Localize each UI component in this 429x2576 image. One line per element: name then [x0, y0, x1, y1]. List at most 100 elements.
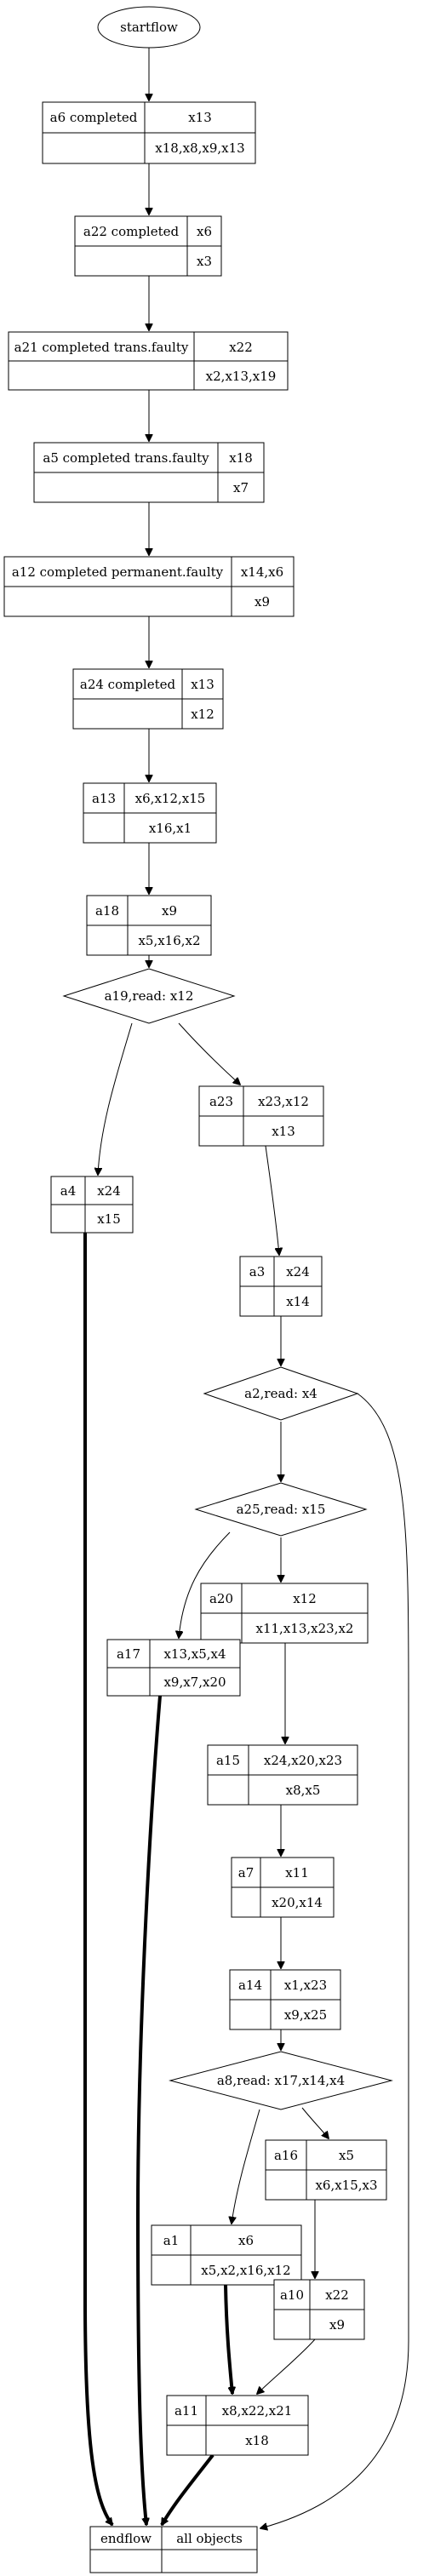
- edge-a4-end: [83, 1233, 114, 2525]
- node-a10[interactable]: a10 x22 x9: [273, 2279, 365, 2340]
- node-a11-name: a11: [174, 2403, 198, 2419]
- node-a5-bottom: x7: [233, 480, 249, 495]
- node-a14-bottom: x9,x25: [284, 2007, 327, 2023]
- start-label: startflow: [120, 20, 178, 35]
- node-a3-bottom: x14: [286, 1294, 310, 1309]
- node-a15-name: a15: [216, 1753, 240, 1768]
- node-a15-top: x24,x20,x23: [264, 1753, 342, 1768]
- edge-d19-a23: [178, 1022, 240, 1085]
- node-a13-top: x6,x12,x15: [135, 791, 206, 806]
- node-a7-top: x11: [285, 1865, 309, 1880]
- node-a21-bottom: x2,x13,x19: [206, 369, 277, 384]
- node-a5[interactable]: a5 completed trans.faulty x18 x7: [33, 442, 265, 503]
- decision-d19[interactable]: a19,read: x12: [62, 968, 236, 1024]
- node-a17-name: a17: [117, 1646, 140, 1662]
- node-a15-bottom: x8,x5: [286, 1783, 321, 1798]
- node-a17[interactable]: a17 x13,x5,x4 x9,x7,x20: [106, 1639, 241, 1697]
- node-a18-bottom: x5,x16,x2: [138, 933, 200, 948]
- node-a5-name: a5 completed trans.faulty: [43, 450, 209, 466]
- edge-a1-a11[interactable]: [224, 2284, 232, 2394]
- node-a14[interactable]: a14 x1,x23 x9,x25: [229, 1969, 341, 2030]
- node-a21-top: x22: [229, 340, 253, 355]
- node-a11-top: x8,x22,x21: [222, 2403, 293, 2419]
- node-a23-top: x23,x12: [258, 1094, 309, 1109]
- node-a20-bottom: x11,x13,x23,x2: [256, 1621, 354, 1636]
- node-a6-name: a6 completed: [50, 110, 138, 125]
- node-a6-bottom: x18,x8,x9,x13: [155, 140, 244, 156]
- node-a5-top: x18: [229, 450, 253, 466]
- edge-a17-end: [135, 1695, 162, 2525]
- node-a10-top: x22: [325, 2287, 349, 2303]
- node-a21-name: a21 completed trans.faulty: [14, 340, 189, 355]
- node-a6[interactable]: a6 completed x13 x18,x8,x9,x13: [42, 101, 256, 164]
- node-a16[interactable]: a16 x5 x6,x15,x3: [265, 2139, 387, 2201]
- node-a22-bottom: x3: [197, 254, 212, 269]
- decision-d8[interactable]: a8,read: x17,x14,x4: [169, 2051, 393, 2110]
- node-a13[interactable]: a13 x6,x12,x15 x16,x1: [83, 782, 217, 844]
- node-a16-name: a16: [274, 2148, 298, 2163]
- node-a22-top: x6: [197, 224, 212, 239]
- node-a24-bottom: x12: [191, 707, 214, 722]
- node-a7-bottom: x20,x14: [272, 1895, 323, 1910]
- decision-d25[interactable]: a25,read: x15: [194, 1482, 368, 1537]
- node-a3-top: x24: [286, 1264, 310, 1279]
- node-a7[interactable]: a7 x11 x20,x14: [231, 1857, 335, 1918]
- node-a23-bottom: x13: [272, 1124, 295, 1139]
- decision-d2-label: a2,read: x4: [244, 1386, 317, 1401]
- node-a16-bottom: x6,x15,x3: [315, 2178, 377, 2193]
- node-a22-name: a22 completed: [83, 224, 180, 239]
- node-a22[interactable]: a22 completed x6 x3: [74, 215, 222, 277]
- edge-a11-end: [160, 2453, 214, 2525]
- end-node[interactable]: endflow all objects: [89, 2526, 258, 2573]
- node-a12[interactable]: a12 completed permanent.faulty x14,x6 x9: [3, 556, 295, 617]
- node-a1-bottom: x5,x2,x16,x12: [201, 2263, 290, 2278]
- node-a15[interactable]: a15 x24,x20,x23 x8,x5: [207, 1744, 358, 1806]
- node-a1[interactable]: a1 x6 x5,x2,x16,x12: [151, 2224, 302, 2286]
- edge-d2-end: [260, 1393, 409, 2528]
- edge-d8-a16: [301, 2107, 329, 2138]
- node-a20[interactable]: a20 x12 x11,x13,x23,x2: [200, 1583, 369, 1644]
- edges: [83, 48, 409, 2528]
- node-a16-top: x5: [339, 2148, 354, 2163]
- node-a24[interactable]: a24 completed x13 x12: [72, 668, 224, 730]
- node-a3-name: a3: [249, 1264, 266, 1279]
- node-a11-bottom: x18: [245, 2433, 269, 2448]
- node-a18[interactable]: a18 x9 x5,x16,x2: [86, 895, 212, 956]
- node-a11[interactable]: a11 x8,x22,x21 x18: [166, 2395, 309, 2456]
- node-a4[interactable]: a4 x24 x15: [50, 1176, 134, 1234]
- decision-d19-label: a19,read: x12: [105, 988, 194, 1004]
- node-a24-name: a24 completed: [80, 677, 176, 692]
- edge-d25-a17: [179, 1531, 231, 1638]
- edge-d8-a1: [232, 2109, 260, 2224]
- node-a4-bottom: x15: [97, 1211, 121, 1227]
- node-a24-top: x13: [191, 677, 214, 692]
- node-a18-name: a18: [95, 903, 119, 919]
- decision-d25-label: a25,read: x15: [237, 1502, 326, 1517]
- node-a20-name: a20: [209, 1591, 233, 1606]
- node-a12-bottom: x9: [255, 594, 270, 610]
- node-a12-top: x14,x6: [241, 564, 283, 580]
- node-a3[interactable]: a3 x24 x14: [239, 1256, 323, 1317]
- node-a13-bottom: x16,x1: [149, 821, 192, 836]
- edge-a10-a11: [257, 2338, 316, 2394]
- node-a20-top: x12: [293, 1591, 317, 1606]
- node-a10-name: a10: [280, 2287, 304, 2303]
- node-a18-top: x9: [162, 903, 177, 919]
- end-name: endflow: [100, 2531, 152, 2546]
- edge-d19-a4: [98, 1022, 133, 1175]
- node-a14-top: x1,x23: [284, 1978, 327, 1993]
- node-a6-top: x13: [188, 110, 212, 125]
- node-a23[interactable]: a23 x23,x12 x13: [198, 1085, 324, 1147]
- node-a14-name: a14: [238, 1978, 262, 1993]
- node-a1-name: a1: [163, 2233, 180, 2248]
- start-node[interactable]: startflow: [97, 6, 201, 49]
- decision-d2[interactable]: a2,read: x4: [203, 1366, 359, 1421]
- node-a17-bottom: x9,x7,x20: [163, 1674, 226, 1690]
- node-a10-bottom: x9: [329, 2317, 345, 2333]
- node-a4-name: a4: [60, 1183, 77, 1199]
- node-a17-top: x13,x5,x4: [163, 1646, 226, 1662]
- node-a4-top: x24: [97, 1183, 121, 1199]
- node-a21[interactable]: a21 completed trans.faulty x22 x2,x13,x1…: [8, 331, 289, 391]
- node-a23-name: a23: [209, 1094, 233, 1109]
